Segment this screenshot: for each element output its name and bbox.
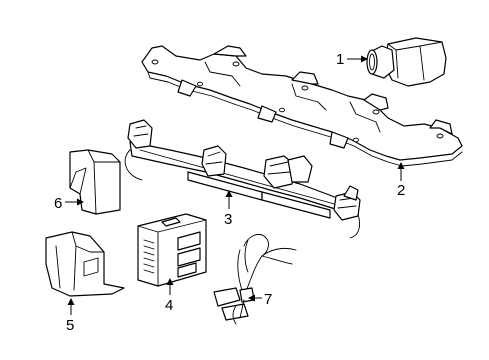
- callout-label-2: 2: [397, 182, 405, 199]
- callout-label-3: 3: [224, 211, 232, 228]
- cover-part-6: [69, 149, 121, 215]
- wire-harness-part-3: [124, 119, 361, 239]
- callout-label-5: 5: [66, 317, 74, 334]
- callout-1: 1: [336, 51, 368, 68]
- bracket-part-5: [45, 231, 125, 297]
- callout-label-6: 6: [54, 195, 62, 212]
- callout-label-7: 7: [264, 291, 272, 308]
- ignition-coil-part-1: [366, 37, 447, 87]
- control-module-part-4: [137, 213, 207, 287]
- callout-label-4: 4: [165, 297, 173, 314]
- callout-5: 5: [66, 298, 75, 334]
- callout-3: 3: [224, 190, 233, 228]
- harness-tray-part-2: [141, 45, 463, 167]
- callout-7: 7: [248, 291, 272, 308]
- callout-6: 6: [54, 195, 84, 212]
- callout-2: 2: [397, 162, 405, 199]
- callout-4: 4: [165, 278, 174, 314]
- engine-harness-part-7: [213, 234, 297, 325]
- callout-label-1: 1: [336, 51, 344, 68]
